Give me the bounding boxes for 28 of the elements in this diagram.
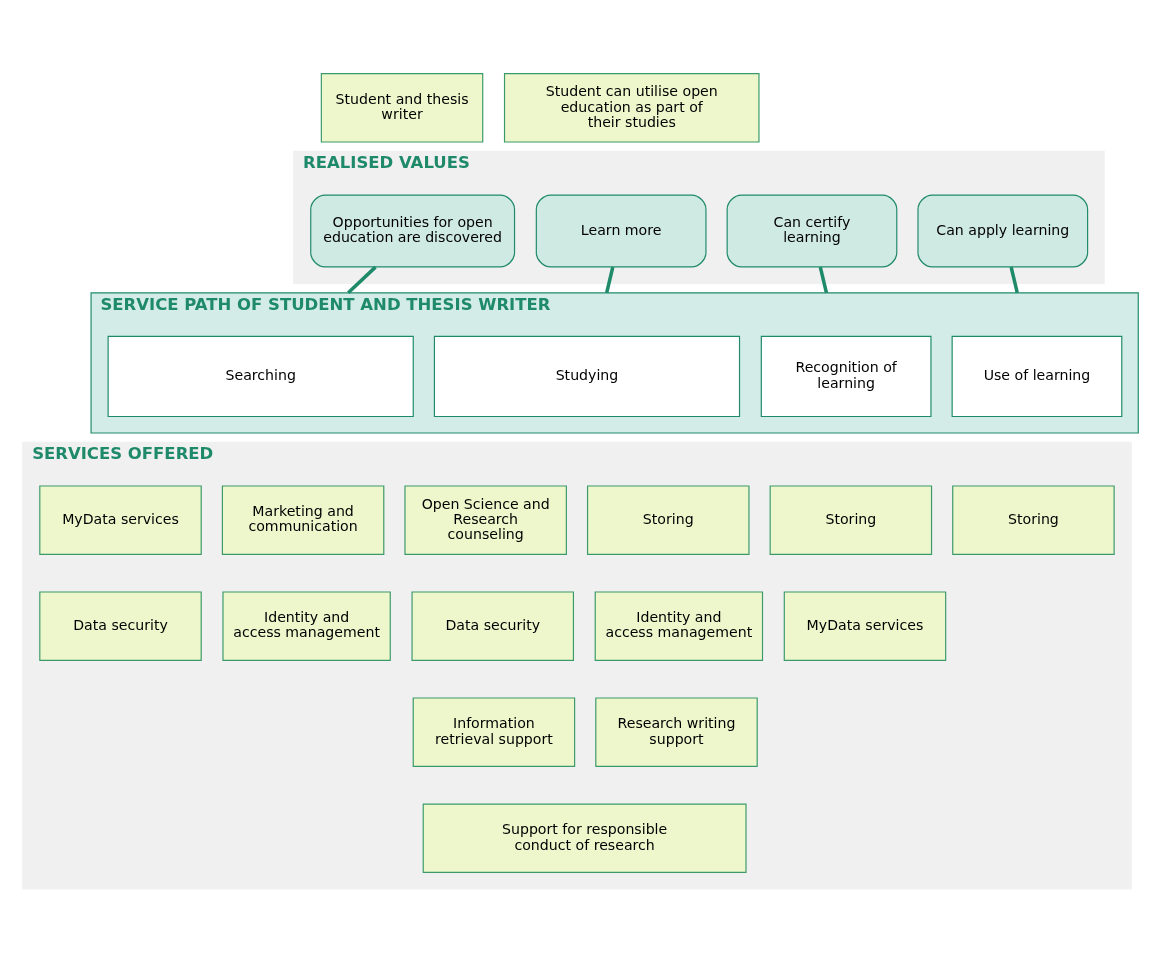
connector bbox=[1009, 266, 1019, 294]
node-box: Searching bbox=[107, 335, 414, 418]
node-box: Storing bbox=[587, 485, 750, 555]
node-box: Identity and access management bbox=[594, 591, 764, 661]
node-box: Can apply learning bbox=[917, 194, 1089, 268]
connector bbox=[347, 265, 377, 295]
node-box: Open Science and Research counseling bbox=[404, 485, 567, 555]
node-box: Research writing support bbox=[595, 697, 758, 767]
node-box: MyData services bbox=[39, 485, 202, 555]
node-box: Use of learning bbox=[951, 335, 1123, 418]
node-box: Student can utilise open education as part of their studies bbox=[503, 73, 760, 143]
node-box: Data security bbox=[39, 591, 202, 661]
node-box: Can certify learning bbox=[726, 194, 898, 268]
node-box: Marketing and communication bbox=[221, 485, 385, 555]
node-box: Storing bbox=[952, 485, 1115, 555]
node-box: Identity and access management bbox=[222, 591, 391, 661]
connector bbox=[604, 266, 615, 294]
node-box: Support for responsible conduct of research bbox=[422, 803, 747, 873]
node-box: Data security bbox=[411, 591, 574, 661]
node-box: Recognition of learning bbox=[760, 335, 932, 418]
node-box: Learn more bbox=[535, 194, 707, 268]
node-box: Information retrieval support bbox=[412, 697, 576, 767]
node-box: Student and thesis writer bbox=[320, 73, 484, 143]
node-box: Opportunities for open education are discovered bbox=[310, 194, 516, 268]
node-box: Studying bbox=[433, 335, 741, 418]
node-box: MyData services bbox=[783, 591, 947, 661]
node-box: Storing bbox=[769, 485, 933, 555]
connector bbox=[818, 266, 829, 294]
